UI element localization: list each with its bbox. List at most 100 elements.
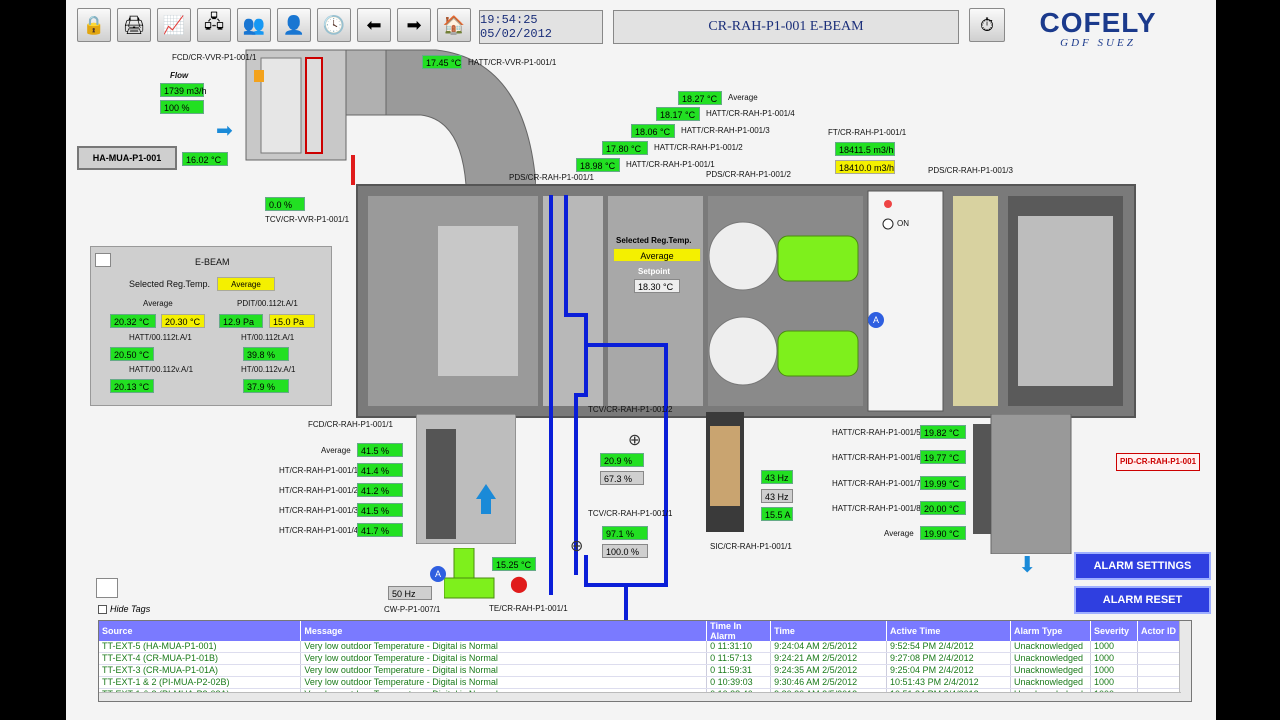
back-button[interactable]: ⬅ xyxy=(357,8,391,42)
column-header[interactable]: Source xyxy=(99,621,302,641)
stopwatch-icon[interactable]: ⏱ xyxy=(969,8,1005,42)
flow-value[interactable]: 1739 m3/h xyxy=(160,83,207,97)
setpoint-value[interactable]: 18.30 °C xyxy=(634,279,680,293)
column-header[interactable]: Time xyxy=(770,621,888,641)
alarm-cell: Very low outdoor Temperature - Digital i… xyxy=(300,664,708,677)
ft-value-2[interactable]: 18410.0 m3/h xyxy=(835,160,895,174)
ht3-label: HT/CR-RAH-P1-001/3 xyxy=(279,506,359,515)
pid-link[interactable]: PID-CR-RAH-P1-001 xyxy=(1116,453,1201,471)
forward-button[interactable]: ➡ xyxy=(397,8,431,42)
reg-temp-select[interactable]: Average xyxy=(613,248,701,262)
lock-icon: 🔒 xyxy=(82,14,106,35)
user-help-button[interactable]: 👤 xyxy=(277,8,311,42)
ebeam-sel-value[interactable]: Average xyxy=(217,277,275,291)
hatt6-value[interactable]: 19.77 °C xyxy=(920,450,966,464)
ebeam-ht-v[interactable]: 37.9 % xyxy=(243,379,289,393)
column-header[interactable]: Actor ID xyxy=(1137,621,1182,641)
ebeam-pdit-2[interactable]: 15.0 Pa xyxy=(269,314,315,328)
hatt5-value[interactable]: 19.82 °C xyxy=(920,425,966,439)
alarm-cell xyxy=(1137,652,1182,665)
avg-top-temp[interactable]: 18.27 °C xyxy=(678,91,722,105)
ebeam-pdit-1[interactable]: 12.9 Pa xyxy=(219,314,263,328)
hatt8-value[interactable]: 20.00 °C xyxy=(920,501,966,515)
arrow-left-icon: ⬅ xyxy=(366,14,382,35)
alarm-settings-button[interactable]: ALARM SETTINGS xyxy=(1074,552,1211,580)
column-header[interactable]: Active Time xyxy=(886,621,1011,641)
sic-value-1[interactable]: 43 Hz xyxy=(761,470,793,484)
tcv-vvr-percent[interactable]: 0.0 % xyxy=(265,197,305,211)
valve-tcv2-icon[interactable]: ⊕ xyxy=(628,432,642,449)
alarm-cell xyxy=(1137,664,1182,677)
pump-auto-icon[interactable]: A xyxy=(430,566,446,582)
alarm-vertical-scrollbar[interactable] xyxy=(1179,621,1191,701)
ht3-value[interactable]: 41.5 % xyxy=(357,503,403,517)
home-button[interactable]: 🏠 xyxy=(437,8,471,42)
flow-label: Flow xyxy=(170,71,189,80)
ebeam-avg-1[interactable]: 20.32 °C xyxy=(110,314,156,328)
alarm-reset-button[interactable]: ALARM RESET xyxy=(1074,586,1211,614)
fcd-avg[interactable]: 41.5 % xyxy=(357,443,403,457)
sic-value-2[interactable]: 43 Hz xyxy=(761,489,793,503)
ebeam-hatt-a[interactable]: 20.50 °C xyxy=(110,347,154,361)
tcv2-tag: TCV/CR-RAH-P1-001/2 xyxy=(588,405,673,414)
ft-value-1[interactable]: 18411.5 m3/h xyxy=(835,142,895,156)
hide-tags-label: Hide Tags xyxy=(110,604,151,614)
hatt7-label: HATT/CR-RAH-P1-001/7 xyxy=(832,479,921,488)
hatt3-temp[interactable]: 18.06 °C xyxy=(631,124,675,138)
ebeam-avg-2[interactable]: 20.30 °C xyxy=(161,314,205,328)
column-header[interactable]: Alarm Type xyxy=(1010,621,1091,641)
ha-mua-temp[interactable]: 16.02 °C xyxy=(182,152,228,166)
column-header[interactable]: Severity xyxy=(1090,621,1138,641)
tcv1-tag: TCV/CR-RAH-P1-001/1 xyxy=(588,509,673,518)
alarm-cell: Unacknowledged xyxy=(1010,641,1091,653)
ht2-value[interactable]: 41.2 % xyxy=(357,483,403,497)
hatt-vvr-tag: HATT/CR-VVR-P1-001/1 xyxy=(468,58,557,67)
user-help-icon: 👤 xyxy=(282,14,306,35)
alarm-cell: Very low outdoor Temperature - Digital i… xyxy=(300,652,708,665)
alarm-cell: 0 11:57:13 xyxy=(706,652,772,665)
te-temp[interactable]: 15.25 °C xyxy=(492,557,536,571)
network-button[interactable]: 🖧 xyxy=(197,8,231,42)
alarm-cell: 1000 xyxy=(1090,676,1138,689)
alarm-row[interactable]: TT-EXT-5 (HA-MUA-P1-001)Very low outdoor… xyxy=(99,641,1182,653)
alarm-horizontal-scrollbar[interactable] xyxy=(99,692,1181,701)
print-button[interactable]: 🖨 xyxy=(117,8,151,42)
checkbox-box[interactable] xyxy=(98,604,107,614)
hatt-vvr-temp[interactable]: 17.45 °C xyxy=(422,55,462,69)
avg-right-value[interactable]: 19.90 °C xyxy=(920,526,966,540)
hatt1-temp[interactable]: 18.98 °C xyxy=(576,158,620,172)
ht4-value[interactable]: 41.7 % xyxy=(357,523,403,537)
trend-icon[interactable] xyxy=(95,253,111,267)
tcv1-value-2[interactable]: 100.0 % xyxy=(602,544,648,558)
alarm-row[interactable]: TT-EXT-1 & 2 (PI-MUA-P2-02B)Very low out… xyxy=(99,676,1182,689)
auto-mode-icon[interactable]: A xyxy=(868,312,884,328)
hatt2-temp[interactable]: 17.80 °C xyxy=(602,141,648,155)
tcv2-value-1[interactable]: 20.9 % xyxy=(600,453,644,467)
ha-mua-link[interactable]: HA-MUA-P1-001 xyxy=(77,146,177,170)
hide-tags-checkbox[interactable]: Hide Tags xyxy=(98,604,150,614)
ebeam-ht-a[interactable]: 39.8 % xyxy=(243,347,289,361)
hatt7-value[interactable]: 19.99 °C xyxy=(920,476,966,490)
trend-small-icon[interactable] xyxy=(96,578,118,598)
trend-button[interactable]: 📈 xyxy=(157,8,191,42)
valve-tcv1-icon[interactable]: ⊕ xyxy=(570,538,584,555)
flow-percent[interactable]: 100 % xyxy=(160,100,204,114)
clock-button[interactable]: 🕓 xyxy=(317,8,351,42)
pump-hz[interactable]: 50 Hz xyxy=(388,586,432,600)
logo-sub-text: GDF SUEZ xyxy=(1060,37,1136,49)
hatt4-temp[interactable]: 18.17 °C xyxy=(656,107,700,121)
users-button[interactable]: 👥 xyxy=(237,8,271,42)
ht2-label: HT/CR-RAH-P1-001/2 xyxy=(279,486,359,495)
lock-button[interactable]: 🔒 xyxy=(77,8,111,42)
tcv2-value-2[interactable]: 67.3 % xyxy=(600,471,644,485)
airflow-in-icon: ➡ xyxy=(216,120,233,142)
column-header[interactable]: Message xyxy=(300,621,708,641)
column-header[interactable]: Time In Alarm xyxy=(706,621,772,641)
logo-main-text: COFELY xyxy=(1039,7,1157,38)
alarm-row[interactable]: TT-EXT-3 (CR-MUA-P1-01A)Very low outdoor… xyxy=(99,664,1182,677)
tcv1-value-1[interactable]: 97.1 % xyxy=(602,526,648,540)
ht1-value[interactable]: 41.4 % xyxy=(357,463,403,477)
ebeam-hatt-v[interactable]: 20.13 °C xyxy=(110,379,154,393)
alarm-row[interactable]: TT-EXT-4 (CR-MUA-P1-01B)Very low outdoor… xyxy=(99,652,1182,665)
sic-value-3[interactable]: 15.5 A xyxy=(761,507,793,521)
